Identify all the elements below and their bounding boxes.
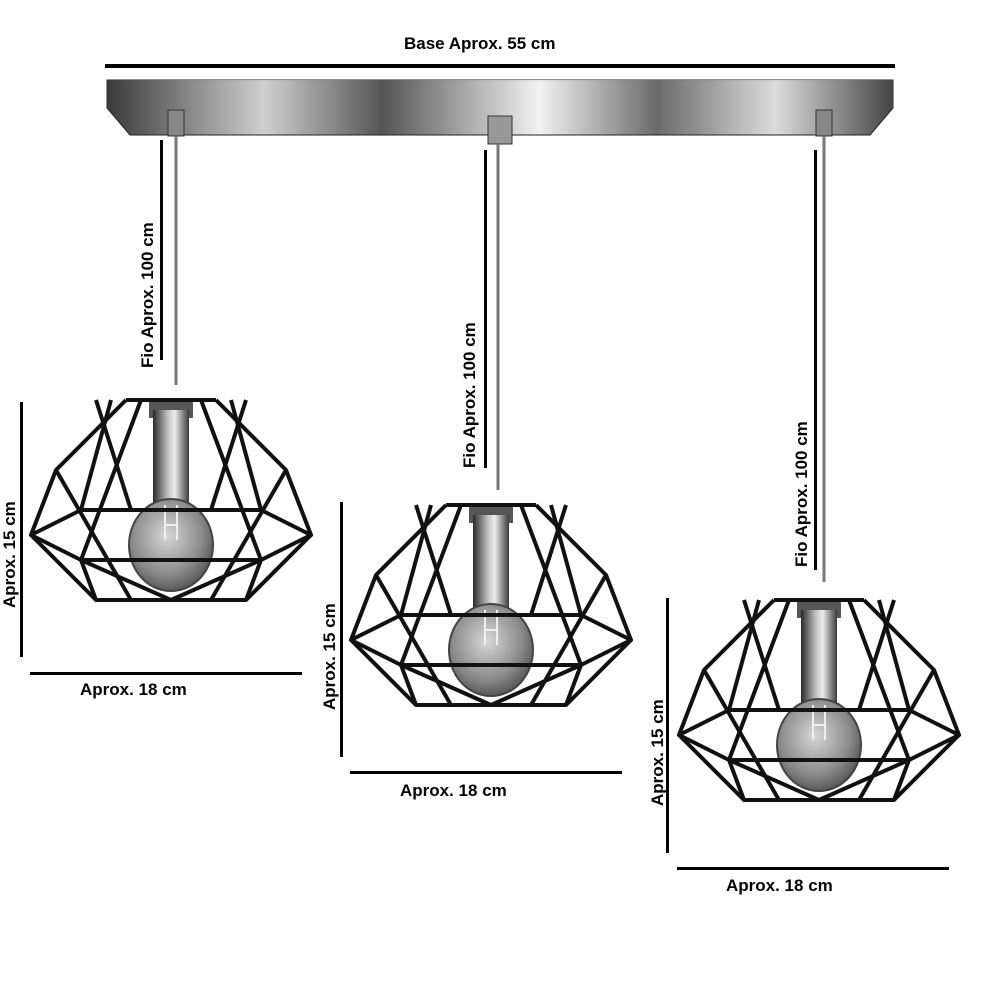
width-dimension-line-1: [30, 672, 302, 675]
height-dimension-label-1: Aprox. 15 cm: [0, 501, 19, 608]
width-dimension-line-2: [350, 771, 622, 774]
height-dimension-label-2: Aprox. 15 cm: [320, 603, 339, 710]
wire-dimension-line-1: [160, 140, 163, 360]
wire-dimension-label-2: Fio Aprox. 100 cm: [460, 322, 479, 468]
wire-dimension-line-2: [484, 150, 487, 468]
height-dimension-line-1: [20, 402, 23, 657]
height-dimension-line-2: [340, 502, 343, 757]
wire-dimension-label-1: Fio Aprox. 100 cm: [138, 222, 157, 368]
base-dimension-line: [105, 64, 895, 68]
wire-dimension-label-3: Fio Aprox. 100 cm: [792, 421, 811, 567]
width-dimension-line-3: [677, 867, 949, 870]
height-dimension-line-3: [666, 598, 669, 853]
width-dimension-label-2: Aprox. 18 cm: [400, 781, 507, 800]
height-dimension-label-3: Aprox. 15 cm: [648, 699, 667, 806]
base-dimension-label: Base Aprox. 55 cm: [404, 34, 556, 53]
wire-dimension-line-3: [814, 150, 817, 570]
width-dimension-label-1: Aprox. 18 cm: [80, 680, 187, 699]
width-dimension-label-3: Aprox. 18 cm: [726, 876, 833, 895]
